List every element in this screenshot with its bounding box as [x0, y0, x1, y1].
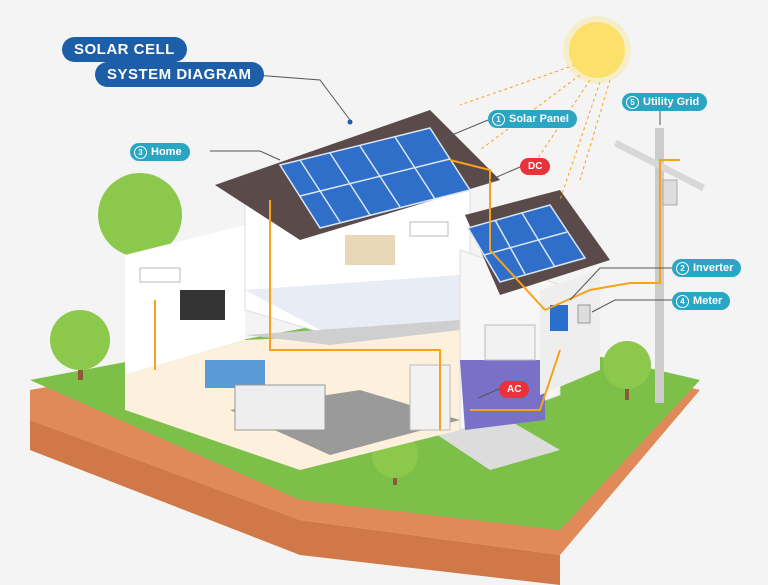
- number-badge: 5: [626, 95, 639, 109]
- tree-icon: [50, 173, 651, 485]
- solar-panel-array: [278, 127, 587, 283]
- label-meter: 4 Meter: [672, 292, 731, 310]
- label-dc: DC: [520, 158, 551, 175]
- label-text: Meter: [693, 295, 723, 307]
- title-line-1: SOLAR CELL: [62, 37, 187, 62]
- label-home: 3 Home: [130, 143, 190, 161]
- label-text: Home: [151, 146, 182, 158]
- label-text: Solar Panel: [509, 113, 569, 125]
- sun-icon: [569, 22, 625, 78]
- wiring: [154, 159, 680, 430]
- number-badge: 3: [134, 145, 147, 159]
- number-badge: 1: [492, 112, 505, 126]
- title-line-2: SYSTEM DIAGRAM: [95, 62, 264, 87]
- number-badge: 2: [676, 261, 689, 275]
- furniture: [139, 221, 591, 431]
- label-text: Inverter: [693, 262, 734, 274]
- label-utility-grid: 5 Utility Grid: [622, 93, 708, 111]
- label-inverter: 2 Inverter: [672, 259, 742, 277]
- number-badge: 4: [676, 294, 689, 308]
- leader-lines: [210, 74, 672, 399]
- label-text: Utility Grid: [643, 96, 700, 108]
- label-ac: AC: [499, 381, 530, 398]
- label-solar-panel: 1 Solar Panel: [488, 110, 577, 128]
